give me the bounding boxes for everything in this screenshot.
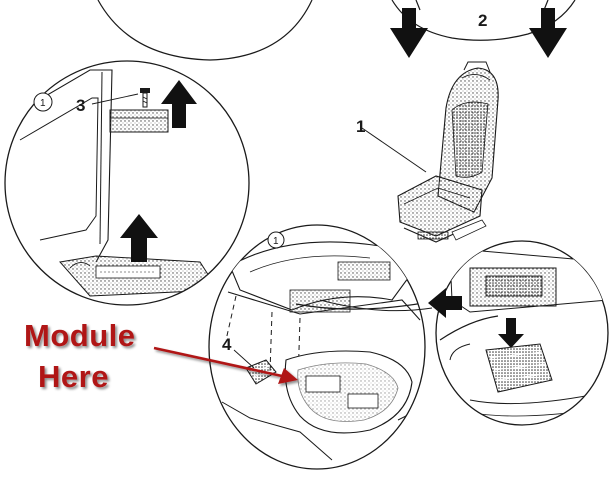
- annotation-line-1: Module: [24, 318, 136, 353]
- up-arrow-top: [161, 80, 197, 128]
- module-annotation: Module Here: [24, 318, 298, 394]
- bottom-detail-ellipse: 4 1: [208, 224, 426, 470]
- callout-3: 3: [76, 96, 85, 115]
- down-arrow-left: [390, 8, 428, 58]
- detail-marker-a: 1: [40, 98, 46, 109]
- seat-illustration: 1: [356, 61, 499, 243]
- annotation-line-2: Here: [38, 359, 109, 394]
- detail-marker-b: 1: [273, 236, 279, 247]
- screw-icon: [140, 88, 150, 108]
- left-detail-circle: 3 1: [4, 60, 250, 306]
- callout-4: 4: [222, 335, 232, 354]
- callout-1: 1: [356, 117, 365, 136]
- top-right-detail: 2: [390, 0, 576, 58]
- callout-2: 2: [478, 11, 487, 30]
- annotation-arrow: [153, 346, 298, 384]
- top-partial-circle: [97, 0, 313, 61]
- right-detail-ellipse: [319, 240, 609, 426]
- down-arrow-right: [529, 8, 567, 58]
- up-arrow-bottom: [120, 214, 158, 262]
- arrow-down-connector: [498, 318, 524, 348]
- arrow-left-connector: [428, 288, 462, 318]
